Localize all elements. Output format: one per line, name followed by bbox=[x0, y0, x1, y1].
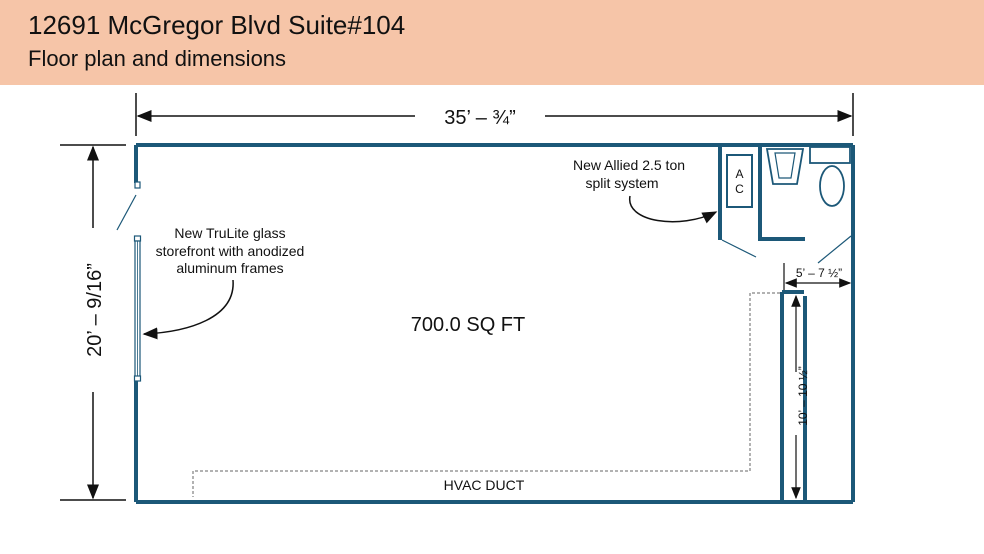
page-subtitle: Floor plan and dimensions bbox=[28, 46, 287, 71]
hvac-duct bbox=[192, 292, 780, 497]
height-dimension-label: 20’ – 9/16” bbox=[84, 263, 106, 357]
height-dimension: 20’ – 9/16” bbox=[60, 144, 126, 501]
vertical-dimension-label: 10’ – 10 ½” bbox=[796, 366, 810, 426]
storefront-note-line-3: aluminum frames bbox=[176, 260, 283, 276]
ac-note-line-2: split system bbox=[585, 175, 658, 191]
ac-note-line-1: New Allied 2.5 ton bbox=[573, 157, 685, 173]
area-label: 700.0 SQ FT bbox=[411, 314, 526, 336]
storefront-note-line-1: New TruLite glass bbox=[174, 225, 285, 241]
storefront-note: New TruLite glass storefront with anodiz… bbox=[142, 225, 305, 340]
ac-label-c: C bbox=[735, 182, 744, 196]
ac-closet: A C bbox=[718, 145, 757, 258]
interior-partition bbox=[780, 290, 807, 502]
vertical-dimension: 10’ – 10 ½” bbox=[791, 294, 810, 500]
toilet-tank-icon bbox=[809, 146, 851, 164]
ac-label-a: A bbox=[735, 167, 743, 181]
storefront-note-line-2: storefront with anodized bbox=[156, 243, 305, 259]
side-width-dimension: 5’ – 7 ½” bbox=[783, 263, 852, 290]
exterior-walls bbox=[134, 143, 855, 504]
storefront-glass bbox=[116, 181, 142, 382]
width-dimension: 35’ – ¾” bbox=[135, 93, 854, 136]
width-dimension-label: 35’ – ¾” bbox=[444, 107, 516, 129]
toilet-bowl-icon bbox=[819, 165, 845, 207]
restroom bbox=[758, 145, 852, 264]
hvac-duct-label: HVAC DUCT bbox=[444, 477, 525, 493]
page-title: 12691 McGregor Blvd Suite#104 bbox=[28, 10, 406, 40]
ac-note: New Allied 2.5 ton split system bbox=[573, 157, 718, 224]
side-width-label: 5’ – 7 ½” bbox=[796, 266, 842, 280]
header-banner: 12691 McGregor Blvd Suite#104 Floor plan… bbox=[0, 0, 984, 85]
